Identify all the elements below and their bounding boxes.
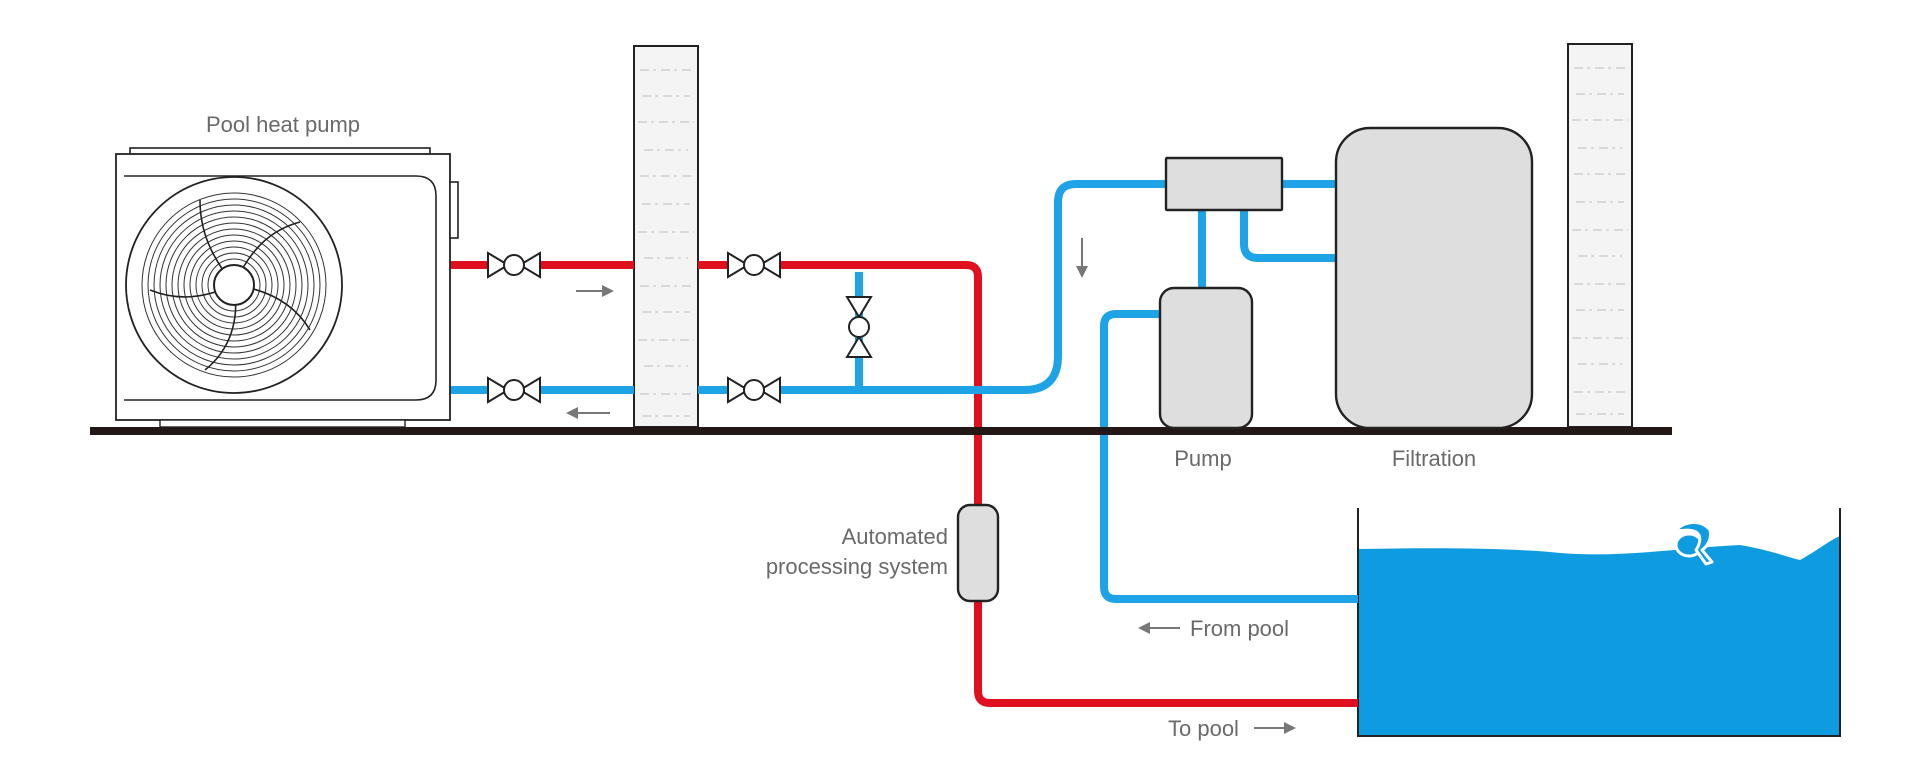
pool-tank	[1357, 508, 1841, 737]
to-pool-label: To pool	[1168, 716, 1239, 741]
flow-manifold	[1164, 156, 1284, 212]
butterfly-valve-icon	[727, 376, 781, 404]
wall-right	[1567, 43, 1633, 428]
manifold-to-filter-low-pipe	[1240, 210, 1336, 262]
arrow-icon	[1138, 622, 1180, 634]
pump-label: Pump	[1174, 446, 1231, 471]
arrow-icon	[566, 407, 610, 419]
heat-pump-unit	[115, 147, 459, 428]
butterfly-valve-icon	[487, 376, 541, 404]
wall-left	[633, 45, 699, 428]
arrow-icon	[1076, 238, 1088, 278]
fan-icon	[125, 176, 343, 394]
pump-body	[1158, 286, 1254, 430]
arrow-icon	[576, 285, 614, 297]
floor-line	[90, 427, 1672, 435]
butterfly-valve-icon	[727, 251, 781, 279]
processing-system-body	[956, 503, 1000, 603]
heat-pump-label: Pool heat pump	[206, 112, 360, 137]
butterfly-valve-icon	[845, 296, 873, 358]
pool	[1357, 508, 1841, 737]
butterfly-valve-icon	[487, 251, 541, 279]
pool-water	[1358, 536, 1840, 736]
processing-system-label-line1: Automated	[842, 524, 948, 549]
cold-pipe-from-filtration	[698, 180, 1166, 394]
filtration-tank	[1334, 126, 1534, 430]
pool-to-pump-pipe	[1100, 310, 1358, 603]
filtration-label: Filtration	[1392, 446, 1476, 471]
arrow-icon	[1254, 722, 1296, 734]
processing-system-label-line2: processing system	[766, 554, 948, 579]
swimmer-icon	[1674, 521, 1714, 566]
hot-pipe-to-pool	[698, 261, 1358, 707]
from-pool-label: From pool	[1190, 616, 1289, 641]
pipes	[449, 180, 1358, 707]
